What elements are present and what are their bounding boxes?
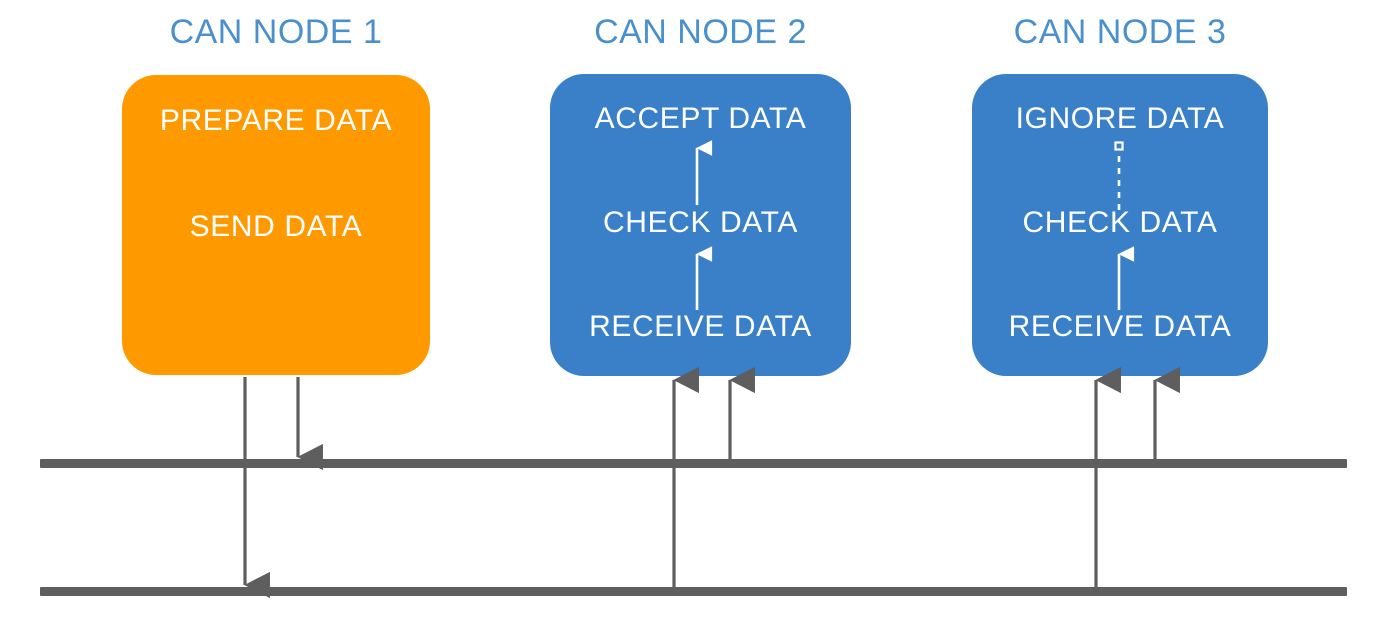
step-label-send-data: SEND DATA	[189, 210, 363, 243]
node-title-can-node-1: CAN NODE 1	[169, 13, 383, 51]
step-label-check-data: CHECK DATA	[603, 206, 798, 239]
step-label-receive-data: RECEIVE DATA	[589, 310, 812, 343]
node-box-can-node-3[interactable]: IGNORE DATA CHECK DATA RECEIVE DATA	[972, 74, 1268, 376]
step-label-receive-data: RECEIVE DATA	[1008, 310, 1232, 343]
step-label-check-data: CHECK DATA	[1022, 206, 1218, 239]
can-bus-low-line	[40, 587, 1347, 596]
node-box-can-node-1[interactable]: PREPARE DATA SEND DATA	[122, 75, 430, 375]
can-bus-high-line	[40, 459, 1347, 468]
step-label-prepare-data: PREPARE DATA	[159, 104, 393, 137]
step-label-ignore-data: IGNORE DATA	[1015, 102, 1225, 135]
node-box-can-node-2[interactable]: ACCEPT DATA CHECK DATA RECEIVE DATA	[550, 74, 851, 376]
node-title-can-node-3: CAN NODE 3	[1013, 13, 1227, 51]
node-title-can-node-2: CAN NODE 2	[594, 13, 807, 51]
step-label-accept-data: ACCEPT DATA	[594, 102, 807, 135]
